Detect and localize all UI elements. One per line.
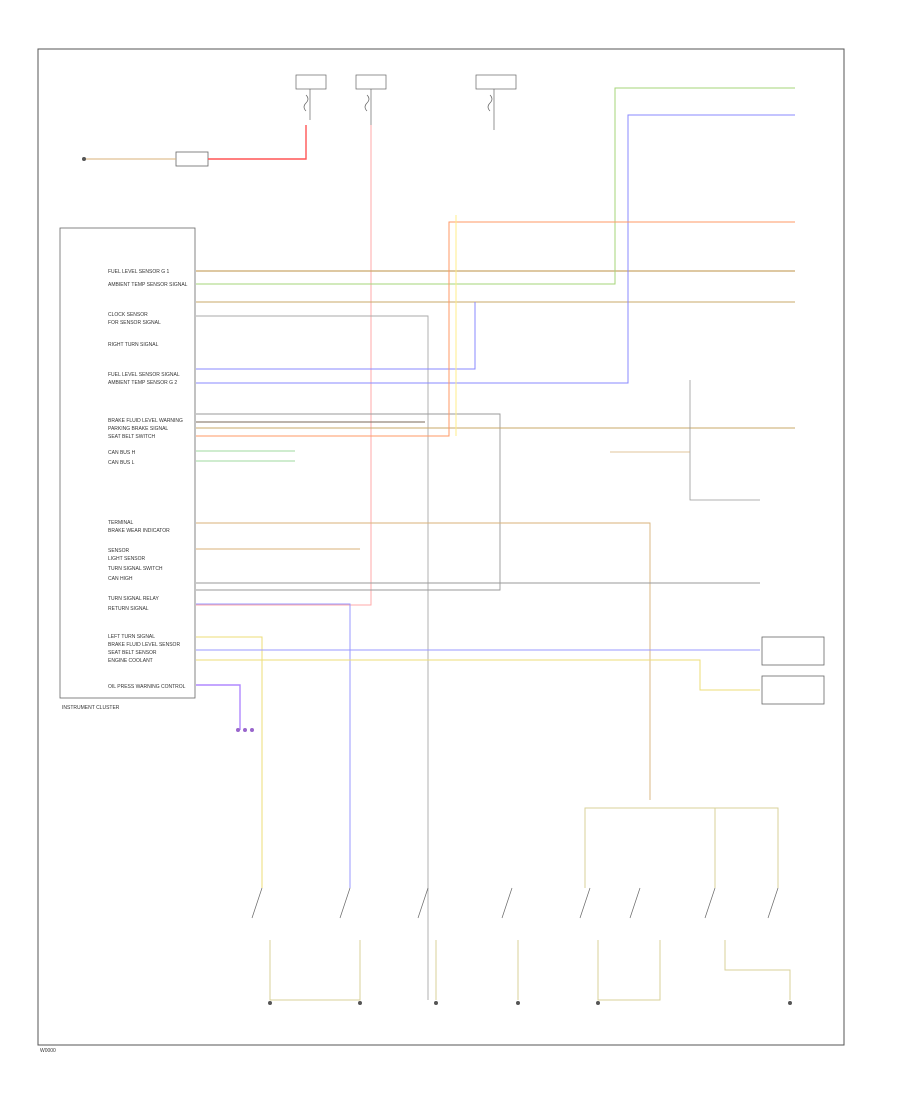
ground-points-bottom	[268, 1001, 792, 1005]
ground-point-left	[82, 157, 86, 161]
component-left-box	[175, 151, 209, 167]
signal-label: FUEL LEVEL SENSOR G 1	[108, 269, 170, 275]
wire-purple-oil	[196, 684, 241, 730]
wire-ambient-temp-1	[196, 87, 795, 285]
wire-blue-ambient	[196, 114, 795, 384]
wire-brake-fluid	[196, 413, 501, 591]
wire-yellow-seat-belt	[196, 659, 760, 691]
component-right-box-2	[761, 675, 825, 705]
fuse-block-2	[355, 74, 387, 125]
signal-label: TURN SIGNAL SWITCH	[108, 566, 163, 572]
signal-label: FOR SENSOR SIGNAL	[108, 320, 161, 326]
signal-label: LIGHT SENSOR	[108, 556, 146, 562]
fuse-block-3	[475, 74, 517, 130]
wire-right-junction	[689, 380, 760, 501]
signal-label: TERMINAL	[108, 520, 134, 526]
bottom-switches	[251, 887, 779, 919]
signal-label: RIGHT TURN SIGNAL	[108, 342, 159, 348]
signal-label: BRAKE FLUID LEVEL WARNING	[108, 418, 183, 424]
signal-label: CAN HIGH	[108, 576, 133, 582]
fuse-block-1	[295, 74, 327, 120]
wire-bottom-grounds	[269, 940, 791, 1001]
signal-label: OIL PRESS WARNING CONTROL	[108, 684, 186, 690]
diagram-frame	[37, 48, 845, 1046]
signal-label: CAN BUS L	[108, 460, 135, 466]
signal-label: LEFT TURN SIGNAL	[108, 634, 156, 640]
wire-red-vertical	[196, 125, 372, 606]
component-right-box-1	[761, 636, 825, 666]
signal-label: FUEL LEVEL SENSOR SIGNAL	[108, 372, 180, 378]
wire-blue-fuel	[196, 302, 476, 370]
wire-sensor-ground	[196, 315, 429, 1000]
signal-label: CLOCK SENSOR	[108, 312, 148, 318]
cluster-label: INSTRUMENT CLUSTER	[62, 705, 120, 711]
signal-label: BRAKE FLUID LEVEL SENSOR	[108, 642, 181, 648]
instrument-cluster-box	[59, 227, 196, 699]
signal-label: AMBIENT TEMP SENSOR SIGNAL	[108, 282, 188, 288]
signal-label: SENSOR	[108, 548, 130, 554]
signal-label: AMBIENT TEMP SENSOR G 2	[108, 380, 178, 386]
signal-label: PARKING BRAKE SIGNAL	[108, 426, 169, 432]
wire-orange-seat	[196, 221, 795, 437]
wire-terminal	[196, 522, 651, 800]
wire-blue-return	[196, 603, 351, 888]
signal-label: TURN SIGNAL RELAY	[108, 596, 159, 602]
signal-label: RETURN SIGNAL	[108, 606, 149, 612]
wire-yellow-left-turn	[196, 636, 263, 888]
signal-label: BRAKE WEAR INDICATOR	[108, 528, 170, 534]
connector-pins	[236, 728, 254, 732]
signal-label: SEAT BELT SENSOR	[108, 650, 157, 656]
wire-bottom-junction	[584, 807, 779, 888]
wire-red-top	[208, 125, 307, 160]
signal-label: CAN BUS H	[108, 450, 136, 456]
signal-label: ENGINE COOLANT	[108, 658, 153, 664]
footer-code: W0000	[40, 1048, 56, 1054]
signal-label: SEAT BELT SWITCH	[108, 434, 156, 440]
